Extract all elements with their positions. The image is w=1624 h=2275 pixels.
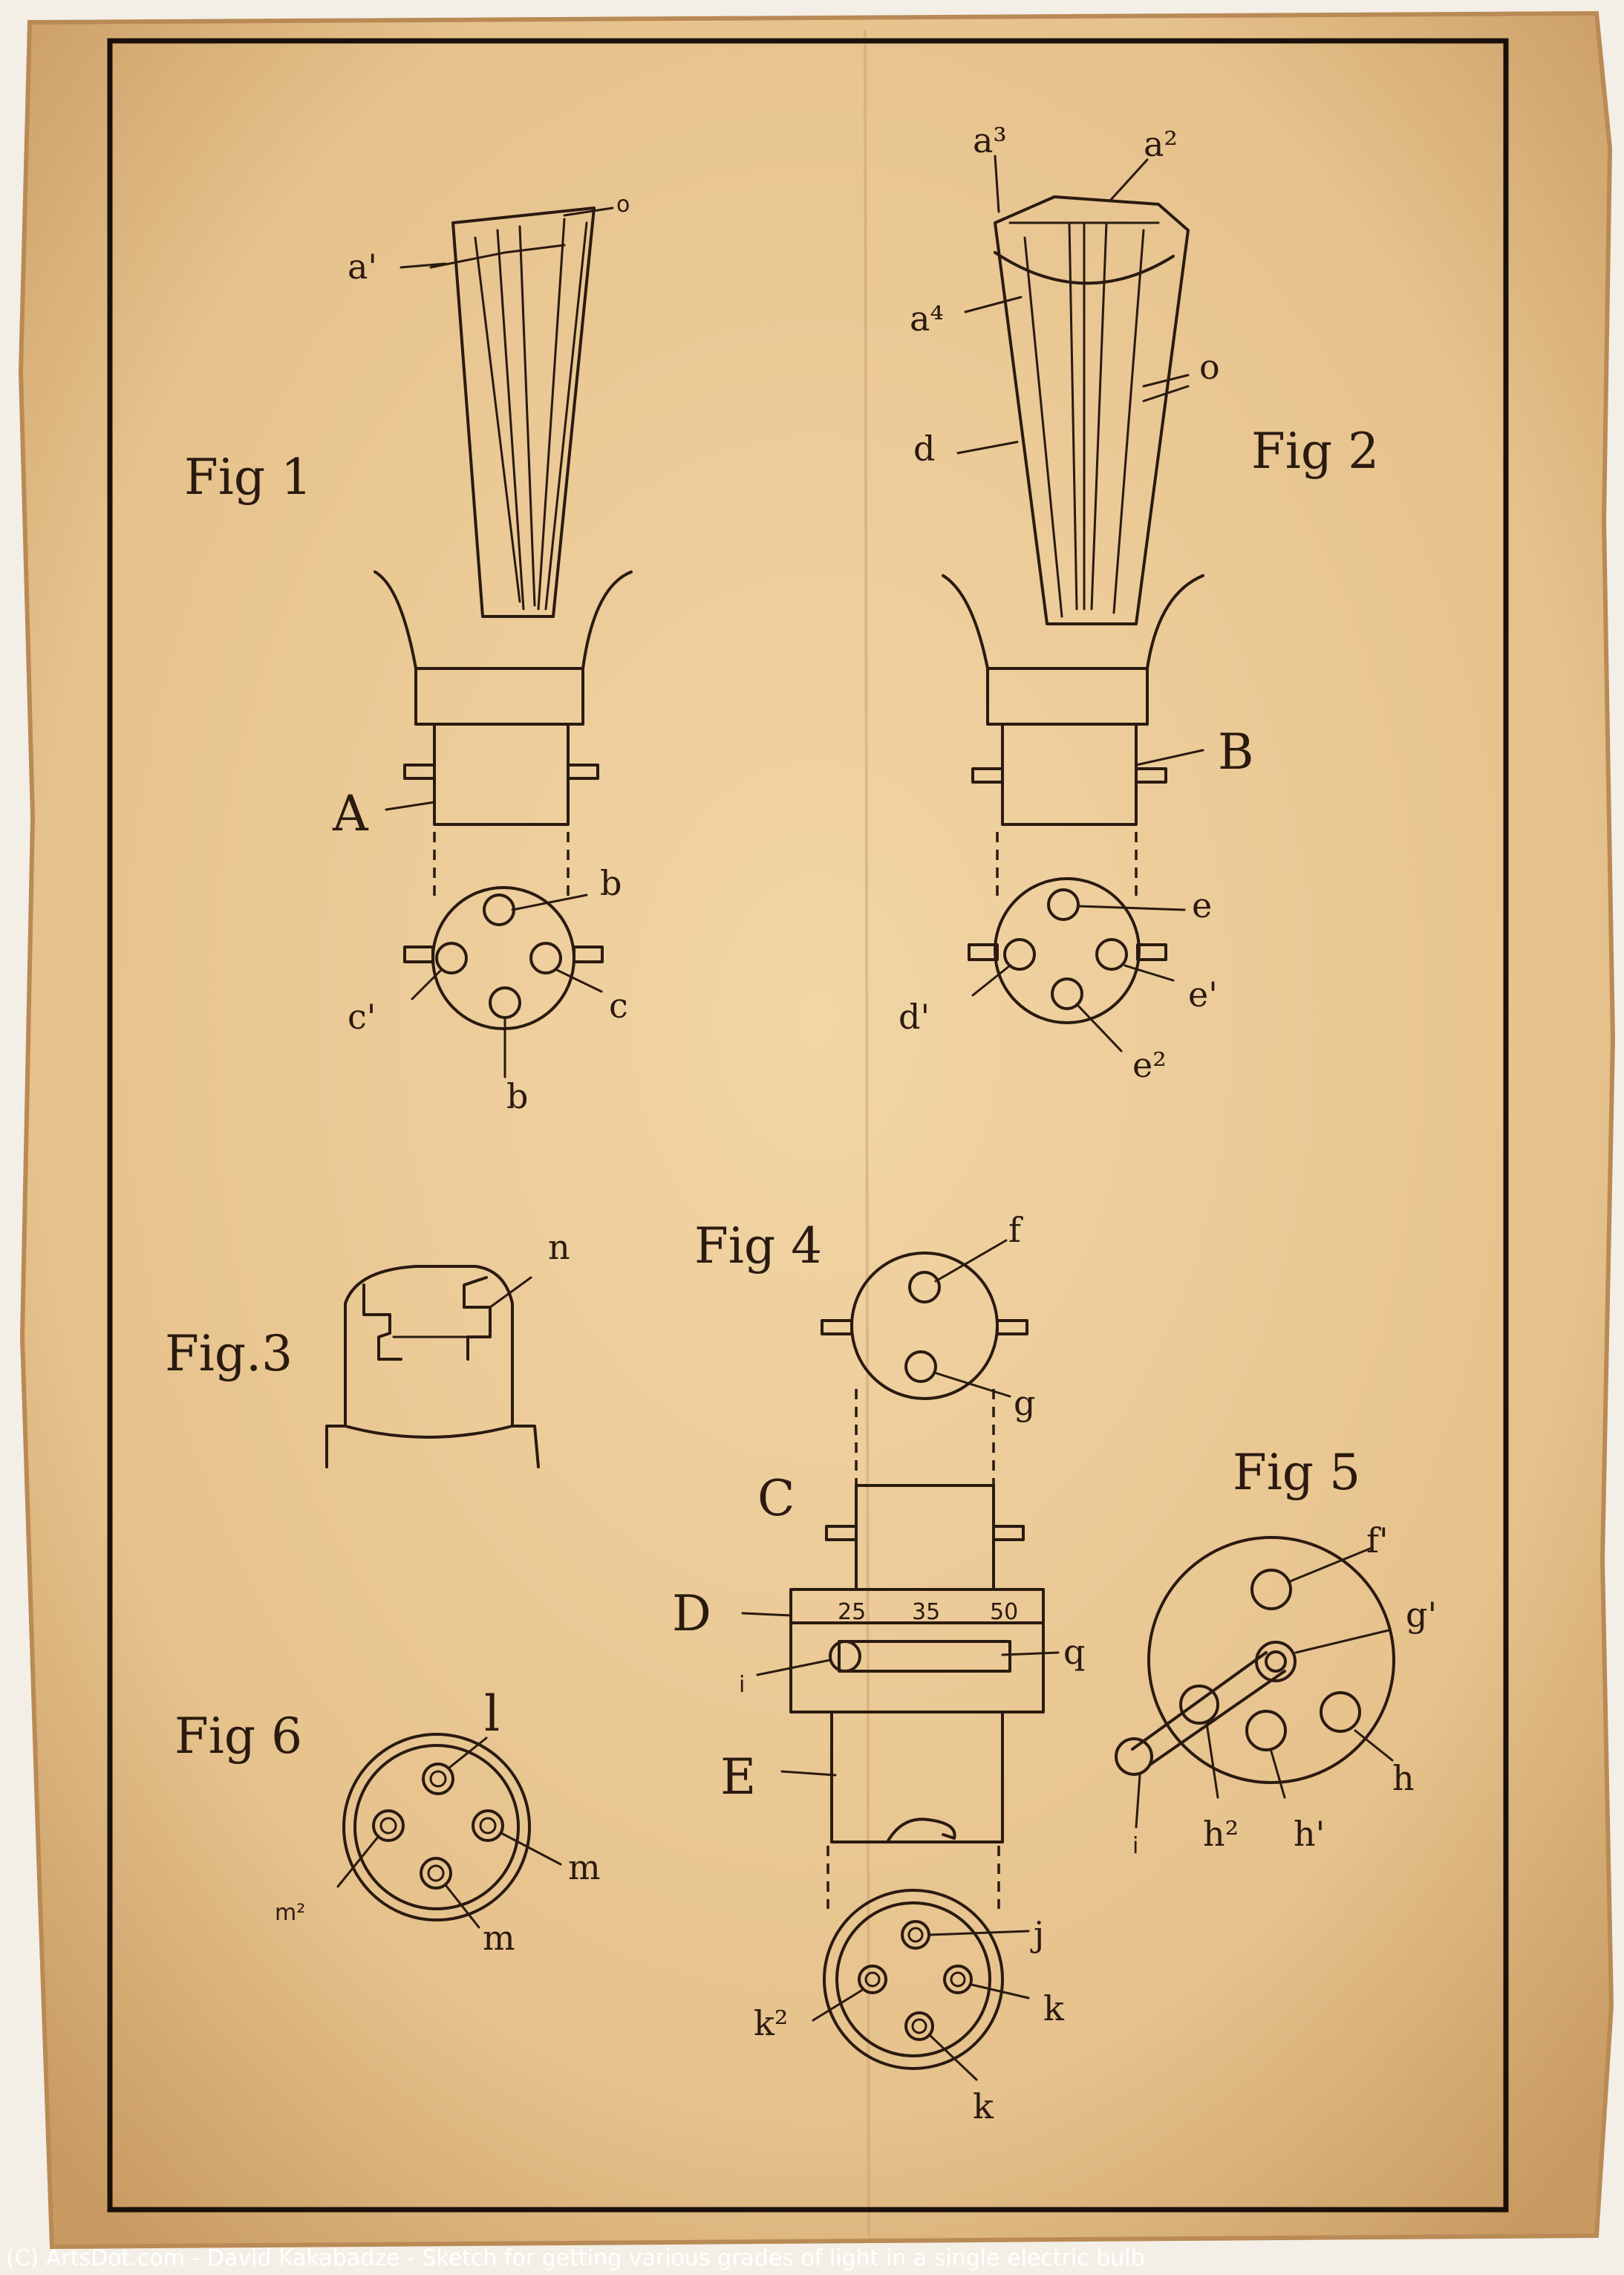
fig6-disc-outer [342, 1733, 531, 1921]
fig6-label-m: m [568, 1847, 601, 1887]
fig2-label-a2: a² [1144, 124, 1178, 164]
fig5-contact-f-prime [1250, 1569, 1292, 1610]
fig5-disc [1147, 1536, 1395, 1784]
credit-line: (C) ArtsDot.com - David Kakabadze - Sket… [6, 2245, 1145, 2271]
fig4-slot-q [838, 1640, 1011, 1673]
fig2-bulb-outline [994, 195, 1190, 625]
fig3-socket [344, 1265, 514, 1428]
fig5-knob-i [1115, 1737, 1153, 1776]
fig5-label-f-prime: f' [1366, 1520, 1389, 1560]
fig5-title: Fig 5 [1233, 1444, 1360, 1501]
fig2-label-o: o [1199, 347, 1220, 387]
fig4-base-E [830, 1711, 1004, 1843]
fig6-disc-inner [353, 1744, 520, 1910]
fig2-label-a4: a⁴ [910, 299, 944, 339]
fig6-contact-l [422, 1763, 454, 1795]
fig2-label-e: e [1192, 885, 1212, 925]
fig4-label-D: D [672, 1585, 711, 1642]
fig4-label-C: C [757, 1470, 795, 1527]
figure-6: Fig 6 l m m² m [175, 1685, 601, 1958]
fig6-contact-m [472, 1809, 504, 1842]
fig6-contact-m-bottom [420, 1857, 452, 1890]
fig1-contact-c [529, 942, 562, 974]
fig2-label-d: d [913, 429, 935, 469]
fig6-label-m2: m² [275, 1900, 305, 1926]
drawing-frame [107, 38, 1509, 2213]
fig1-label-o: o [616, 192, 630, 218]
fig2-label-d-prime: d' [899, 997, 930, 1037]
fig4-label-k-bottom: k [973, 2086, 994, 2126]
fig5-contact-h2 [1179, 1685, 1219, 1725]
fig6-label-l: l [484, 1685, 500, 1742]
figure-5: Fig 5 f' g' h h² h' i [1115, 1444, 1437, 1859]
figure-1: Fig 1 a' o A b c' [184, 192, 633, 1116]
fig1-title: Fig 1 [184, 449, 312, 506]
figure-3: Fig.3 n [165, 1227, 570, 1468]
fig1-label-b-bottom: b [506, 1076, 528, 1116]
fig2-contact-d-prime [1003, 938, 1036, 971]
fig6-contact-m2 [372, 1809, 405, 1842]
fig4-label-f: f [1008, 1210, 1023, 1250]
fig6-title: Fig 6 [175, 1708, 302, 1765]
fig4-label-k-right: k [1043, 1988, 1065, 2028]
paper-background [18, 10, 1616, 2250]
fig4-bottom-disc-outer [823, 1889, 1004, 2070]
fig6-label-m-bottom: m [483, 1918, 515, 1958]
fig4-contact-k [943, 1965, 973, 1994]
fig1-bulb-outline [451, 206, 596, 618]
fig4-contact-k2 [858, 1965, 887, 1994]
fig2-label-a3: a³ [973, 120, 1007, 160]
fig5-contact-h-prime [1245, 1710, 1287, 1751]
fig4-label-k2: k² [754, 2003, 788, 2043]
fig4-scale-25: 25 [838, 1599, 866, 1625]
fig4-label-i: i [739, 1672, 745, 1698]
fig5-label-h2: h² [1203, 1814, 1239, 1854]
fig4-contact-f [908, 1271, 941, 1304]
fig5-pivot-g-prime [1255, 1641, 1297, 1682]
fig1-label-c: c [609, 986, 628, 1026]
fig4-label-q: q [1063, 1632, 1085, 1672]
fig4-label-g: g [1014, 1383, 1035, 1423]
fig5-label-h-prime: h' [1294, 1814, 1325, 1854]
fig4-bottom-disc-inner [835, 1901, 991, 2057]
paper-fold [864, 29, 870, 2236]
figure-2: Fig 2 a³ a² a⁴ o [899, 120, 1379, 1085]
fig2-contact-e-prime [1095, 938, 1128, 971]
fig1-label-c-prime: c' [348, 997, 376, 1037]
fig4-knob-i [829, 1640, 861, 1673]
fig2-label-B: B [1218, 723, 1254, 781]
fig1-label-b-top: b [600, 863, 622, 903]
fig2-label-e2: e² [1132, 1045, 1167, 1085]
fig4-scale-50: 50 [990, 1599, 1018, 1625]
fig1-label-a-prime: a' [348, 247, 377, 287]
fig5-lever [1131, 1651, 1286, 1765]
fig4-label-j: j [1030, 1914, 1044, 1954]
fig4-title: Fig 4 [694, 1217, 822, 1275]
fig1-label-A: A [332, 785, 369, 842]
fig3-slot-left [362, 1283, 402, 1361]
fig4-contact-k-bottom [904, 2011, 934, 2041]
fig5-contact-h [1320, 1691, 1361, 1733]
fig2-contact-e2 [1051, 977, 1083, 1010]
figure-4: Fig 4 25 35 50 [672, 1210, 1085, 2126]
fig4-scale-35: 35 [912, 1599, 940, 1625]
fig3-label-n: n [548, 1227, 570, 1267]
fig2-title: Fig 2 [1251, 423, 1379, 480]
fig5-label-h: h [1392, 1758, 1415, 1798]
fig2-label-e-prime: e' [1188, 974, 1218, 1015]
fig4-contact-g [904, 1350, 937, 1383]
fig2-contact-e [1047, 888, 1080, 921]
fig1-contact-c-prime [435, 942, 468, 974]
fig5-label-g-prime: g' [1406, 1595, 1437, 1635]
fig4-label-E: E [720, 1748, 756, 1806]
fig5-label-i: i [1132, 1833, 1138, 1859]
fig3-title: Fig.3 [165, 1325, 293, 1382]
